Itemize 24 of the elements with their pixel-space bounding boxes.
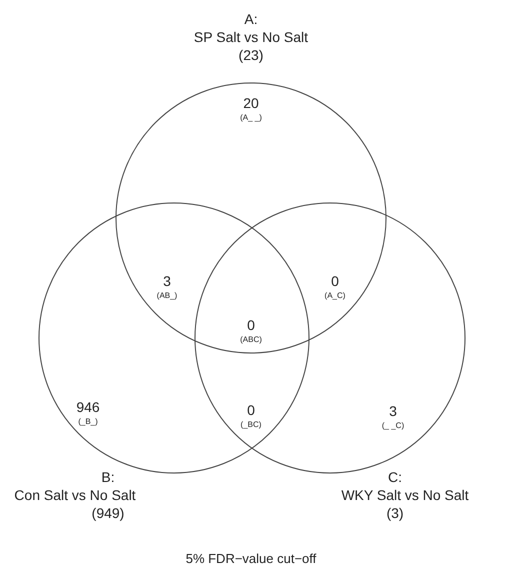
set-label: WKY Salt vs No Salt [341,488,469,502]
region-code: (_B_) [78,418,98,426]
region-code: (ABC) [240,336,262,344]
caption: 5% FDR−value cut−off [186,552,316,565]
set-label: C: [388,470,402,484]
region-code: (A_C) [324,292,346,300]
set-label: A: [244,12,258,26]
region-count: 0 [247,403,255,417]
region-count: 946 [76,400,100,414]
region-code: (_BC) [240,421,262,429]
set-label: (949) [92,506,124,520]
region-count: 3 [389,404,397,418]
set-label: B: [101,470,115,484]
region-count: 0 [247,318,255,332]
region-count: 0 [331,274,339,288]
region-code: (_ _C) [382,422,404,430]
region-code: (AB_) [156,292,178,300]
region-code: (A_ _) [240,114,262,122]
set-label: SP Salt vs No Salt [194,30,308,44]
set-label: Con Salt vs No Salt [14,488,136,502]
region-count: 20 [243,96,259,110]
set-label: (23) [238,48,264,62]
set-label: (3) [386,506,404,520]
region-count: 3 [163,274,171,288]
